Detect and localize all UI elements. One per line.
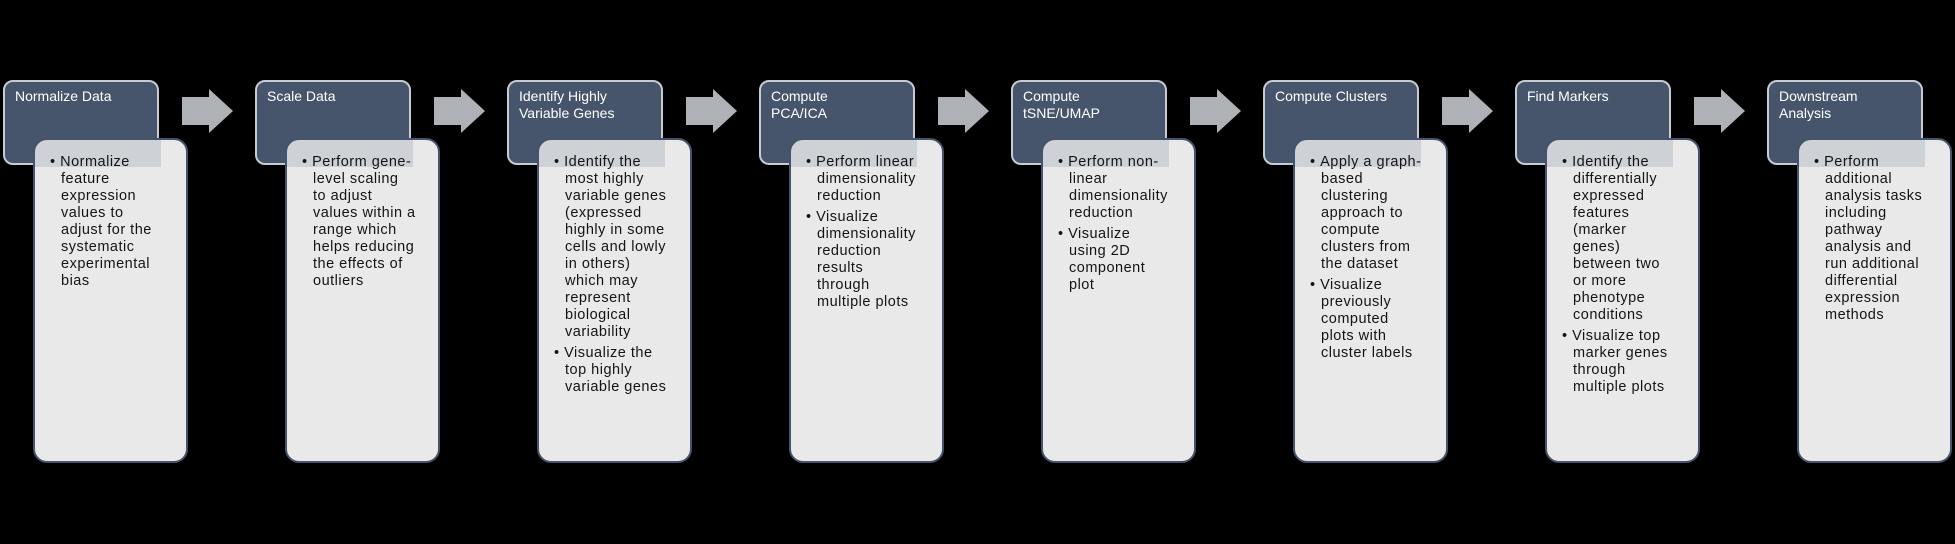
right-arrow-head [209, 89, 233, 133]
right-arrow-icon [434, 89, 485, 133]
flow-step-4: Compute PCA/ICA Perform linear dimension… [759, 0, 1011, 544]
right-arrow-head [461, 89, 485, 133]
bullet-item: Perform gene-level scaling to adjust val… [287, 154, 416, 290]
right-arrow-tail [938, 97, 965, 125]
bullet-item: Perform additional analysis tasks includ… [1799, 154, 1928, 324]
bullet-item: Apply a graph-based clustering approach … [1295, 154, 1424, 273]
flow-step-1: Normalize Data Normalize feature express… [3, 0, 255, 544]
bullet-item: Visualize using 2D component plot [1043, 226, 1172, 294]
flow-step-body: Apply a graph-based clustering approach … [1293, 138, 1448, 463]
flow-step-2: Scale Data Perform gene-level scaling to… [255, 0, 507, 544]
flow-step-5: Compute tSNE/UMAP Perform non-linear dim… [1011, 0, 1263, 544]
flow-step-body: Perform additional analysis tasks includ… [1797, 138, 1952, 463]
right-arrow-tail [686, 97, 713, 125]
bullet-item: Normalize feature expression values to a… [35, 154, 164, 290]
right-arrow-tail [1694, 97, 1721, 125]
flow-step-body: Perform linear dimensionality reductionV… [789, 138, 944, 463]
right-arrow-tail [434, 97, 461, 125]
right-arrow-tail [182, 97, 209, 125]
flow-step-title: Find Markers [1527, 88, 1609, 104]
right-arrow-icon [182, 89, 233, 133]
bullet-item: Visualize previously computed plots with… [1295, 277, 1424, 362]
bullet-item: Identify the differentially expressed fe… [1547, 154, 1676, 324]
right-arrow-head [1217, 89, 1241, 133]
right-arrow-icon [938, 89, 989, 133]
flow-step-title: Normalize Data [15, 88, 112, 104]
flow-step-title: Compute tSNE/UMAP [1023, 88, 1101, 121]
bullet-item: Visualize dimensionality reduction resul… [791, 209, 920, 311]
flow-step-title: Scale Data [267, 88, 336, 104]
right-arrow-icon [686, 89, 737, 133]
flow-step-body: Perform gene-level scaling to adjust val… [285, 138, 440, 463]
right-arrow-tail [1190, 97, 1217, 125]
flow-step-7: Find Markers Identify the differentially… [1515, 0, 1767, 544]
right-arrow-icon [1442, 89, 1493, 133]
right-arrow-head [1721, 89, 1745, 133]
flow-step-8: Downstream Analysis Perform additional a… [1767, 0, 1955, 544]
flow-step-3: Identify Highly Variable Genes Identify … [507, 0, 759, 544]
flow-step-body: Normalize feature expression values to a… [33, 138, 188, 463]
flow-step-title: Compute Clusters [1275, 88, 1388, 104]
bullet-item: Visualize the top highly variable genes [539, 345, 668, 396]
flow-step-body: Identify the most highly variable genes … [537, 138, 692, 463]
flow-step-title: Downstream Analysis [1779, 88, 1858, 121]
flow-step-title: Compute PCA/ICA [771, 88, 828, 121]
right-arrow-tail [1442, 97, 1469, 125]
right-arrow-icon [1190, 89, 1241, 133]
flow-step-header: Downstream Analysis [1767, 80, 1923, 165]
right-arrow-head [713, 89, 737, 133]
flow-step-title: Identify Highly Variable Genes [519, 88, 615, 121]
bullet-item: Visualize top marker genes through multi… [1547, 328, 1676, 396]
right-arrow-head [965, 89, 989, 133]
flow-step-body: Perform non-linear dimensionality reduct… [1041, 138, 1196, 463]
flow-step-6: Compute Clusters Apply a graph-based clu… [1263, 0, 1515, 544]
bullet-item: Perform non-linear dimensionality reduct… [1043, 154, 1172, 222]
right-arrow-icon [1694, 89, 1745, 133]
flow-step-body: Identify the differentially expressed fe… [1545, 138, 1700, 463]
right-arrow-head [1469, 89, 1493, 133]
bullet-item: Perform linear dimensionality reduction [791, 154, 920, 205]
bullet-item: Identify the most highly variable genes … [539, 154, 668, 341]
